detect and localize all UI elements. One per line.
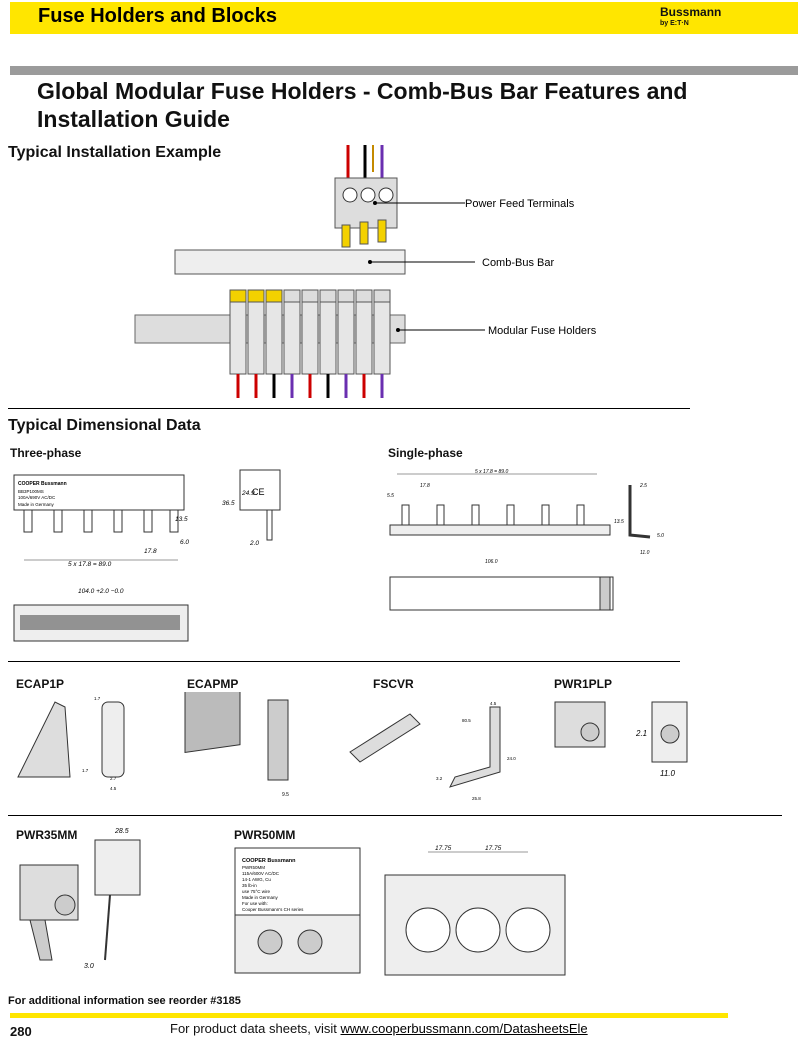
svg-text:36.5: 36.5: [222, 500, 235, 507]
svg-text:2.5: 2.5: [639, 483, 647, 489]
svg-text:14-1 AWG, Cu: 14-1 AWG, Cu: [242, 877, 271, 882]
svg-text:17.75: 17.75: [485, 845, 502, 852]
svg-text:5 x 17.8 = 89.0: 5 x 17.8 = 89.0: [68, 561, 112, 568]
installation-illustration: Power Feed Terminals Comb-Bus Bar Modula…: [134, 145, 597, 398]
svg-text:115A/600V AC/DC: 115A/600V AC/DC: [242, 871, 280, 876]
svg-text:1.7: 1.7: [82, 768, 89, 773]
callout-fuse-holders: Modular Fuse Holders: [488, 325, 597, 337]
single-phase-drawing: 5 x 17.8 = 89.0 17.8 5.5 2.5 13.5 5.0 11…: [387, 469, 664, 611]
svg-text:6.0: 6.0: [180, 539, 189, 546]
svg-text:13.5: 13.5: [175, 516, 188, 523]
pwr50mm-label: PWR50MM: [234, 828, 296, 842]
svg-text:BB3P100MS: BB3P100MS: [18, 489, 44, 494]
page-number: 280: [10, 1024, 32, 1039]
brand-name: Bussmann: [660, 5, 722, 19]
svg-text:24.0: 24.0: [507, 756, 516, 761]
svg-text:Cooper Bussmann's CH series: Cooper Bussmann's CH series: [242, 907, 304, 912]
brand-logo: Bussmann by E:T·N: [660, 5, 722, 29]
ecap1p-label: ECAP1P: [16, 677, 65, 691]
svg-text:Made in Germany: Made in Germany: [242, 895, 279, 900]
svg-text:5 x 17.8 = 89.0: 5 x 17.8 = 89.0: [475, 469, 508, 475]
svg-text:24.9: 24.9: [241, 490, 255, 497]
page-title: Global Modular Fuse Holders - Comb-Bus B…: [37, 78, 688, 132]
svg-text:use 75°C wire: use 75°C wire: [242, 889, 271, 894]
svg-text:5.0: 5.0: [657, 533, 664, 539]
fscvr-label: FSCVR: [373, 677, 414, 691]
callout-power-feed: Power Feed Terminals: [465, 198, 575, 210]
svg-text:1.7: 1.7: [94, 696, 101, 701]
svg-text:80.5: 80.5: [462, 718, 471, 723]
svg-text:3.0: 3.0: [84, 963, 94, 970]
svg-text:17.75: 17.75: [435, 845, 452, 852]
brand-sub: by E:T·N: [660, 20, 689, 27]
header-bar: [10, 2, 798, 34]
reorder-note: For additional information see reorder #…: [8, 995, 241, 1007]
pwr1plp-label: PWR1PLP: [554, 677, 613, 691]
svg-text:100A/690V AC/DC: 100A/690V AC/DC: [18, 495, 56, 500]
svg-text:2.0: 2.0: [249, 540, 259, 547]
svg-text:Made in Germany: Made in Germany: [18, 502, 55, 507]
dimensional-heading: Typical Dimensional Data: [8, 417, 201, 434]
svg-text:2.1: 2.1: [635, 729, 647, 738]
svg-text:4.5: 4.5: [490, 701, 497, 706]
grey-rule: [10, 66, 798, 75]
accessories-row2-drawing: 28.5 3.0 COOPER Bussmann PWR50MM 115A/60…: [19, 828, 566, 976]
three-phase-label: Three-phase: [10, 446, 82, 460]
svg-text:106.0: 106.0: [485, 559, 498, 565]
svg-text:4.5: 4.5: [110, 786, 117, 791]
svg-text:25.8: 25.8: [472, 796, 481, 801]
svg-text:For use with:: For use with:: [242, 901, 268, 906]
footer-text: For product data sheets, visit www.coope…: [170, 1021, 588, 1036]
accessories-row1-drawing: 1.7 2.7 4.5 1.7 9.5 80.5 4.5 24.0 3.2 25…: [17, 692, 688, 801]
header-title: Fuse Holders and Blocks: [38, 5, 277, 27]
svg-text:COOPER Bussmann: COOPER Bussmann: [18, 481, 67, 487]
svg-text:35 lb-in: 35 lb-in: [242, 883, 257, 888]
svg-text:17.8: 17.8: [420, 483, 430, 489]
svg-text:28.5: 28.5: [114, 828, 129, 835]
datasheets-link[interactable]: www.cooperbussmann.com/DatasheetsEle: [340, 1021, 588, 1036]
svg-text:104.0 +2.0 −0.0: 104.0 +2.0 −0.0: [78, 588, 124, 595]
svg-text:CE: CE: [252, 487, 265, 497]
pwr35mm-label: PWR35MM: [16, 828, 78, 842]
footer-prefix: For product data sheets, visit: [170, 1021, 341, 1036]
accessory-divider-2: [8, 815, 782, 816]
callout-comb-bus: Comb-Bus Bar: [482, 257, 554, 269]
footer-bar: [10, 1013, 728, 1018]
single-phase-label: Single-phase: [388, 446, 463, 460]
ecapmp-label: ECAPMP: [187, 677, 239, 691]
svg-text:2.7: 2.7: [110, 776, 117, 781]
svg-text:9.5: 9.5: [282, 792, 289, 798]
accessory-divider: [8, 661, 680, 662]
svg-text:COOPER Bussmann: COOPER Bussmann: [242, 858, 296, 864]
section-divider: [8, 408, 690, 409]
installation-heading: Typical Installation Example: [8, 144, 222, 161]
three-phase-drawing: COOPER Bussmann BB3P100MS 100A/690V AC/D…: [13, 469, 281, 642]
svg-text:17.8: 17.8: [144, 548, 157, 555]
svg-text:5.5: 5.5: [387, 493, 394, 499]
svg-text:13.5: 13.5: [614, 519, 624, 525]
svg-text:PWR50MM: PWR50MM: [242, 865, 265, 870]
svg-text:11.0: 11.0: [640, 550, 650, 556]
svg-text:11.0: 11.0: [660, 769, 676, 778]
svg-text:3.2: 3.2: [436, 776, 443, 781]
